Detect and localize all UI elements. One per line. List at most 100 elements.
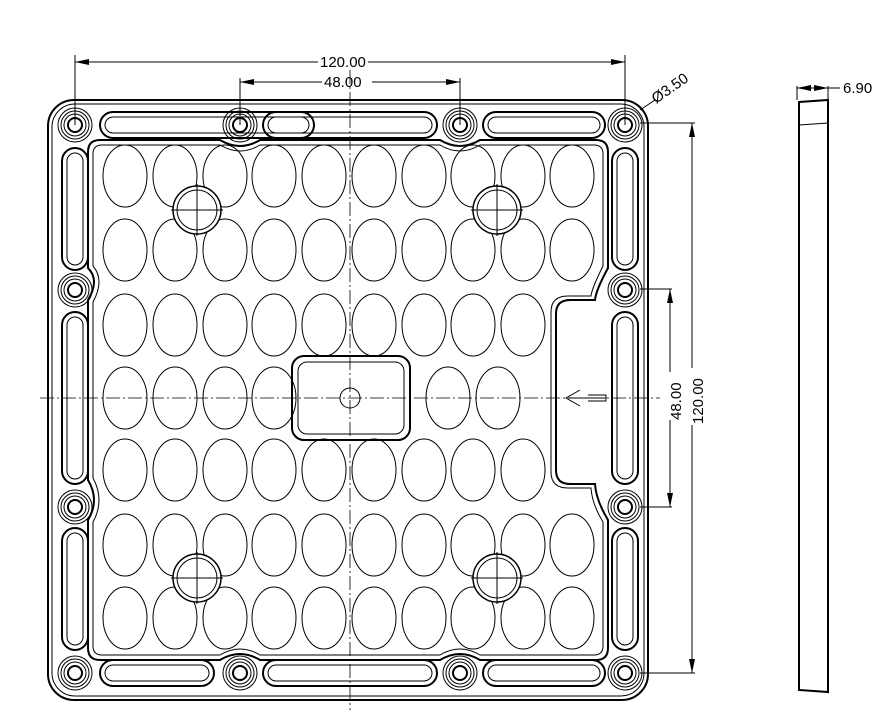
inner-pocket-outline-2 — [92, 144, 604, 656]
slot — [482, 659, 606, 687]
oval-cell — [549, 144, 595, 208]
oval-cell — [401, 513, 447, 577]
oval-cell — [202, 218, 248, 282]
dim-hole-diameter: Ø3.50 — [649, 70, 692, 107]
oval-cell — [102, 586, 148, 650]
slot — [482, 111, 606, 139]
oval-cell — [351, 293, 397, 357]
oval-cell — [202, 438, 248, 502]
oval-cell — [351, 513, 397, 577]
mounting-hole-ring — [60, 492, 90, 522]
oval-cell — [102, 293, 148, 357]
mounting-hole-ring — [228, 661, 252, 685]
oval-cell — [202, 293, 248, 357]
oval-cell — [450, 438, 496, 502]
oval-cell — [102, 218, 148, 282]
mounting-hole-ring — [222, 655, 258, 691]
oval-cell — [251, 144, 297, 208]
oval-cell — [301, 144, 347, 208]
oval-cell — [549, 586, 595, 650]
mounting-hole-ring — [63, 278, 87, 302]
dim-overall-width: 120.00 — [320, 54, 366, 71]
oval-cell — [500, 586, 546, 650]
slot — [611, 147, 639, 271]
slot — [611, 527, 639, 651]
slot-inner — [66, 152, 84, 266]
dim-thickness: 6.90 — [843, 80, 872, 97]
mounting-hole-ring — [610, 492, 640, 522]
oval-cell — [301, 438, 347, 502]
oval-cell — [152, 438, 198, 502]
dimensions: 120.00 48.00 Ø3.50 120.00 48.00 — [74, 54, 707, 674]
slot — [61, 147, 89, 271]
oval-cell — [202, 513, 248, 577]
mounting-hole — [617, 665, 633, 681]
mounting-hole-ring — [57, 655, 93, 691]
mounting-hole-ring — [610, 275, 640, 305]
mounting-hole-ring — [607, 272, 643, 308]
mounting-hole-ring — [607, 655, 643, 691]
oval-cell — [401, 586, 447, 650]
oval-cell — [401, 293, 447, 357]
mounting-hole — [452, 665, 468, 681]
mounting-hole — [232, 665, 248, 681]
mounting-hole-ring — [57, 489, 93, 525]
slot-inner — [104, 664, 210, 682]
oval-cell — [152, 293, 198, 357]
oval-cell — [450, 586, 496, 650]
mounting-hole-ring — [442, 655, 478, 691]
mounting-hole-ring — [448, 661, 472, 685]
oval-cell — [251, 293, 297, 357]
oval-cell — [500, 218, 546, 282]
mounting-hole — [67, 282, 83, 298]
oval-cell — [202, 586, 248, 650]
oval-cell — [102, 438, 148, 502]
mounting-hole — [67, 499, 83, 515]
slot — [61, 527, 89, 651]
slot-inner — [487, 664, 601, 682]
oval-cell — [500, 144, 546, 208]
mounting-hole-ring — [445, 658, 475, 688]
mounting-hole-ring — [60, 275, 90, 305]
mounting-hole-ring — [613, 495, 637, 519]
plate-outline-inner — [51, 103, 645, 697]
oval-cell — [500, 438, 546, 502]
oval-cell — [549, 513, 595, 577]
mounting-hole — [67, 665, 83, 681]
mounting-hole — [617, 282, 633, 298]
mounting-hole-ring — [613, 661, 637, 685]
mounting-hole-ring — [607, 489, 643, 525]
slot-inner — [616, 152, 634, 266]
oval-cell — [500, 293, 546, 357]
oval-cell — [351, 218, 397, 282]
mounting-hole — [617, 499, 633, 515]
oval-cell — [450, 218, 496, 282]
oval-cell — [450, 293, 496, 357]
inner-pocket-outline — [87, 139, 609, 661]
slot-inner — [66, 532, 84, 646]
front-view — [40, 70, 660, 710]
oval-cell — [401, 218, 447, 282]
oval-cell — [549, 218, 595, 282]
oval-cell — [251, 586, 297, 650]
mounting-hole-ring — [63, 495, 87, 519]
oval-cell — [401, 438, 447, 502]
dim-hole-spacing-width: 48.00 — [324, 74, 362, 91]
slot — [99, 111, 315, 139]
mounting-hole-ring — [613, 278, 637, 302]
mounting-hole-ring — [57, 272, 93, 308]
oval-cell — [301, 586, 347, 650]
oval-cell — [251, 513, 297, 577]
bosses — [171, 184, 523, 604]
oval-cell — [301, 293, 347, 357]
dim-hole-spacing-height: 48.00 — [668, 382, 685, 420]
oval-cell — [500, 513, 546, 577]
slot-inner — [104, 116, 310, 134]
oval-cell — [351, 438, 397, 502]
mounting-hole-ring — [63, 661, 87, 685]
oval-cell — [351, 586, 397, 650]
oval-cell — [202, 144, 248, 208]
slot-inner — [487, 116, 601, 134]
plate-outline — [47, 99, 649, 701]
